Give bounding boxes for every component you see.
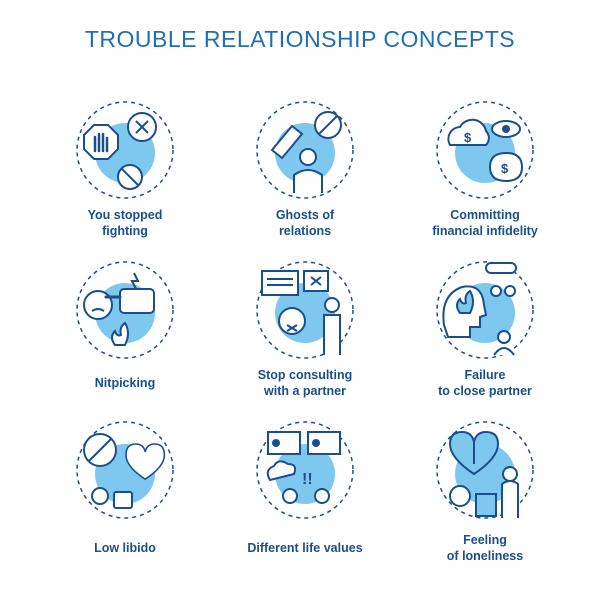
concept-label: Stop consulting with a partner bbox=[257, 368, 353, 398]
svg-text:$: $ bbox=[464, 130, 472, 145]
svg-text:$: $ bbox=[501, 161, 509, 176]
ghost-figure-icon bbox=[256, 101, 354, 199]
concept-label: Failure to close partner bbox=[438, 368, 532, 398]
concept-card: You stopped fighting bbox=[40, 95, 210, 255]
concept-card: Ghosts of relations bbox=[220, 95, 390, 255]
concept-card: Failure to close partner bbox=[400, 255, 570, 415]
concept-card: Stop consulting with a partner bbox=[220, 255, 390, 415]
concept-card: $ $ Committing financial infidelity bbox=[400, 95, 570, 255]
concept-grid: You stopped fighting Ghosts of relations… bbox=[40, 95, 570, 575]
concept-label: Committing financial infidelity bbox=[432, 208, 538, 238]
page-title: TROUBLE RELATIONSHIP CONCEPTS bbox=[84, 26, 516, 52]
concept-card: Nitpicking bbox=[40, 255, 210, 415]
pointing-finger-icon bbox=[76, 261, 174, 359]
concept-label: Different life values bbox=[247, 541, 363, 555]
concept-card: !! Different life values bbox=[220, 420, 390, 580]
svg-text:!!: !! bbox=[302, 471, 313, 488]
concept-label: Ghosts of relations bbox=[275, 208, 335, 238]
silenced-woman-icon bbox=[256, 261, 354, 359]
lonely-person-icon bbox=[436, 421, 534, 519]
concept-label: Feeling of loneliness bbox=[446, 533, 524, 563]
concept-label: Nitpicking bbox=[94, 376, 156, 390]
concept-label: Low libido bbox=[94, 541, 156, 555]
head-fire-people-icon bbox=[436, 261, 534, 359]
money-bag-eye-icon: $ $ bbox=[436, 101, 534, 199]
stop-hand-target-icon bbox=[76, 101, 174, 199]
concept-card: Feeling of loneliness bbox=[400, 420, 570, 580]
arguing-couple-icon: !! bbox=[256, 421, 354, 519]
concept-label: You stopped fighting bbox=[87, 208, 163, 238]
concept-card: Low libido bbox=[40, 420, 210, 580]
broken-heart-icon bbox=[76, 421, 174, 519]
